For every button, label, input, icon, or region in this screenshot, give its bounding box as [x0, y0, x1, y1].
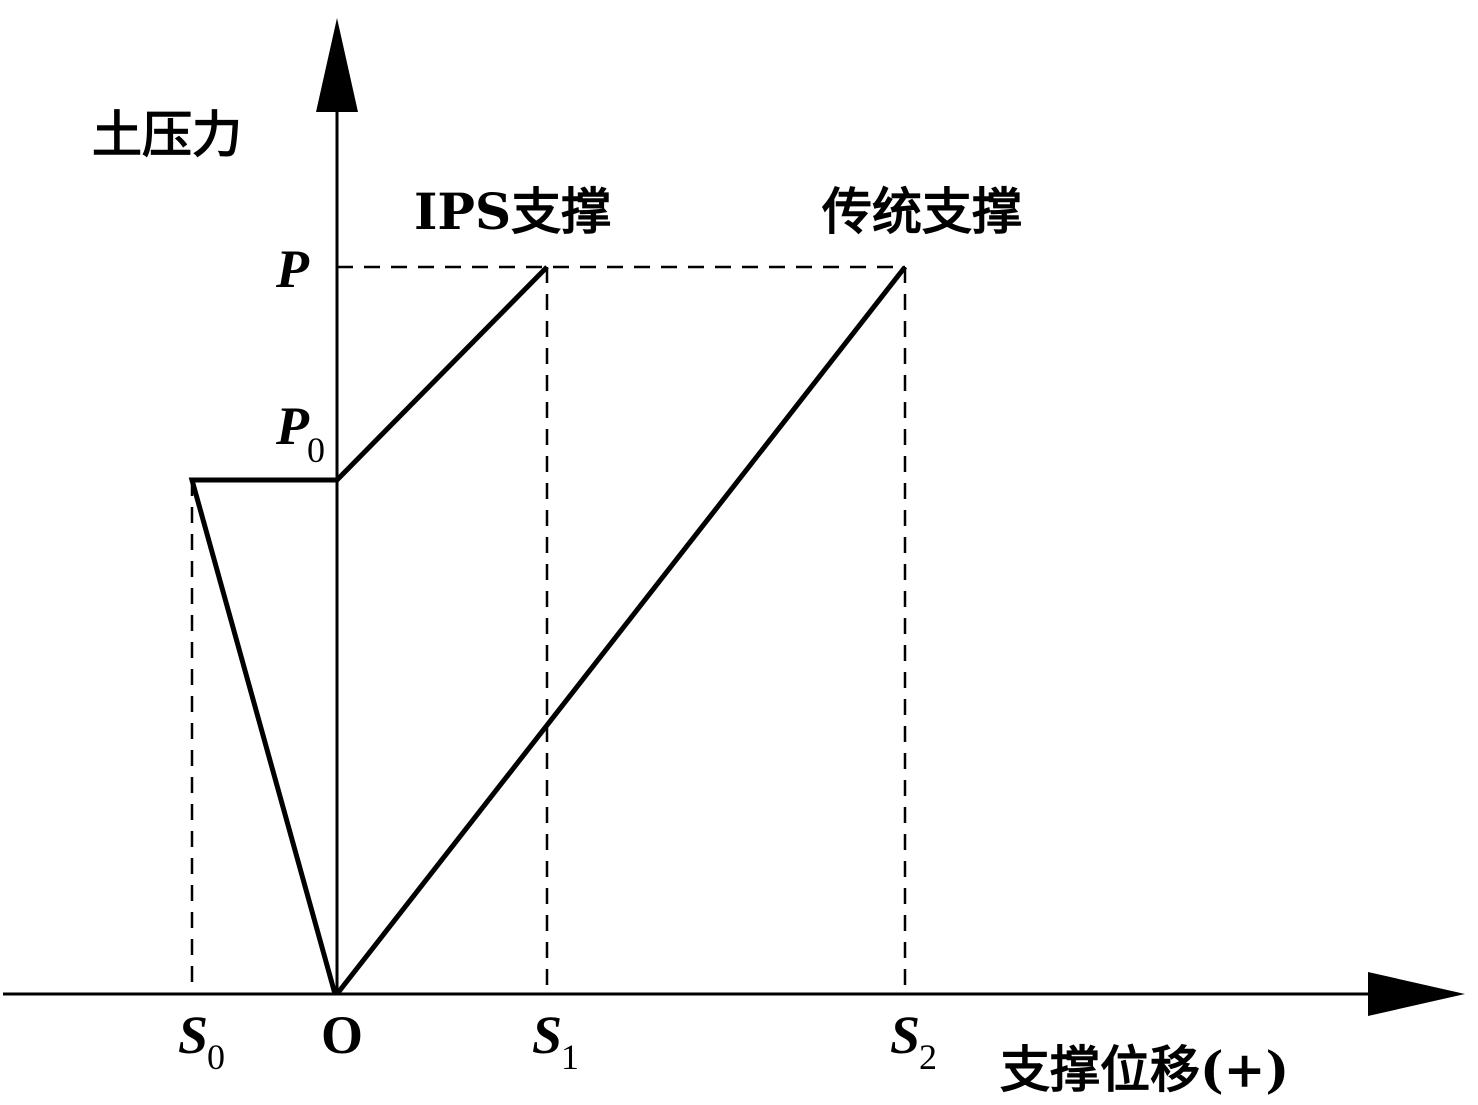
x-axis-label: 支撑位移(+): [1000, 1040, 1289, 1099]
ips-series-label: IPS支撑: [414, 182, 611, 241]
traditional-support-curve: [335, 265, 907, 996]
p-label: P: [275, 239, 310, 299]
y-axis-arrow-icon: [316, 18, 358, 112]
p0-main-label: P: [275, 396, 310, 456]
origin-label: O: [321, 1005, 363, 1065]
x-axis-arrow-icon: [1368, 972, 1465, 1016]
s1-main-label: S: [532, 1005, 562, 1065]
s0-main-label: S: [178, 1005, 208, 1065]
s1-subscript: 1: [561, 1037, 579, 1077]
s2-subscript: 2: [919, 1037, 937, 1077]
y-axis-label: 土压力: [92, 105, 242, 164]
p0-subscript: 0: [307, 430, 325, 470]
s0-label: S 0: [178, 1005, 225, 1077]
s0-subscript: 0: [207, 1037, 225, 1077]
s1-label: S 1: [532, 1005, 579, 1077]
s2-main-label: S: [890, 1005, 920, 1065]
traditional-series-label: 传统支撑: [821, 182, 1022, 241]
p0-label: P 0: [275, 396, 325, 470]
ips-support-curve: [188, 265, 549, 995]
s2-label: S 2: [890, 1005, 937, 1077]
